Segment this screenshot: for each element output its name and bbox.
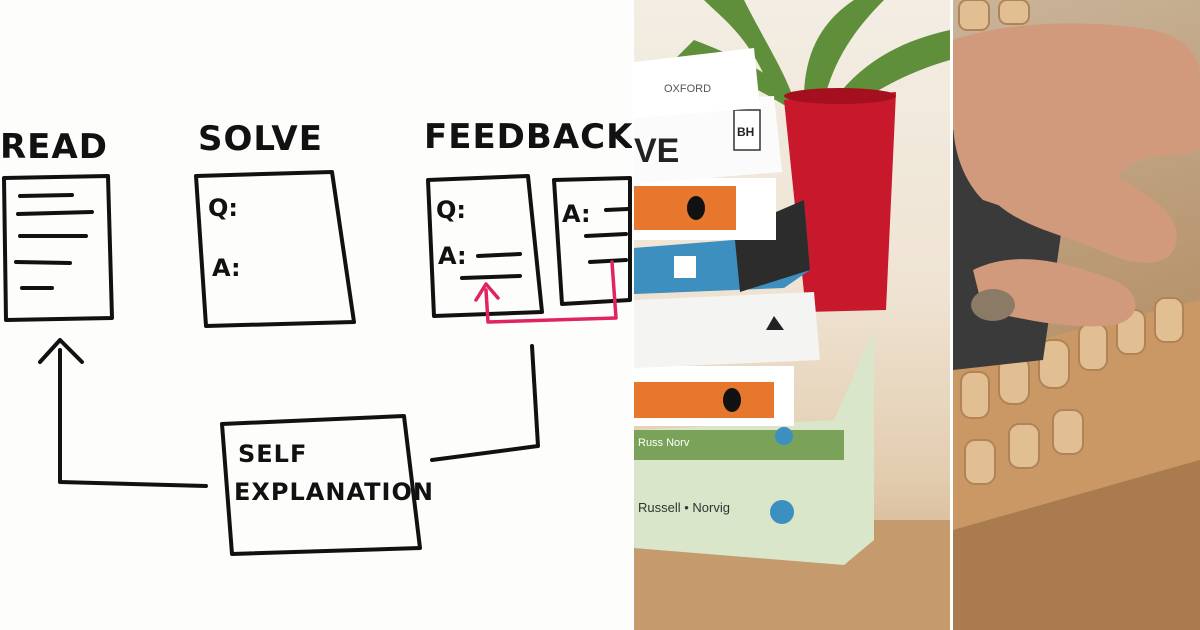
feedback-left-a: A: (438, 242, 467, 270)
feedback-label: FEEDBACK (424, 117, 632, 157)
penguin-book-lower (634, 382, 774, 418)
panel-divider (632, 0, 635, 630)
wood-carving-illustration (953, 0, 1200, 630)
book-spine-initials: BH (737, 125, 754, 139)
plant-pot (784, 92, 896, 312)
oxford-publisher: OXFORD (664, 83, 711, 95)
book-authors: Russell • Norvig (638, 500, 730, 515)
loop-line-from-feedback (430, 344, 540, 462)
hand (953, 23, 1200, 327)
self-explanation-line1: SELF (238, 440, 307, 468)
penguin-book-upper (634, 186, 736, 230)
feedback-arrow (474, 260, 618, 324)
carved-letters (958, 0, 1184, 485)
self-explanation-line2: EXPLANATION (234, 478, 434, 506)
penguin-icon (723, 388, 741, 412)
self-explanation-box (220, 414, 422, 556)
book-stack-photo: Russell • Norvig Russ Norv BH VE (634, 0, 950, 630)
solve-q: Q: (208, 194, 238, 222)
book-spine-partial: VE (634, 132, 679, 170)
book-spine-partial-title: Russ Norv (638, 437, 690, 449)
feedback-right-a: A: (562, 200, 591, 228)
read-label: READ (0, 127, 108, 167)
book-stack-illustration: Russell • Norvig Russ Norv BH VE (634, 0, 950, 630)
oxford-book (634, 48, 760, 118)
panel-divider (950, 0, 953, 630)
solve-label: SOLVE (198, 119, 323, 159)
feedback-card-left (426, 174, 544, 318)
penguin-icon-upper (687, 196, 705, 220)
solve-card (194, 170, 356, 328)
solve-a: A: (212, 254, 241, 282)
learning-loop-sketch: READ SOLVE FEEDBACK Q: A: Q: A: A: SELF … (0, 117, 632, 556)
loop-arrow-to-read (58, 348, 208, 488)
wood-carving-photo (953, 0, 1200, 630)
read-card (2, 174, 114, 322)
feedback-left-q: Q: (436, 196, 466, 224)
sketch-drawing: READ SOLVE FEEDBACK Q: A: Q: A: A: SELF … (0, 117, 632, 556)
feedback-card-right (552, 176, 632, 306)
